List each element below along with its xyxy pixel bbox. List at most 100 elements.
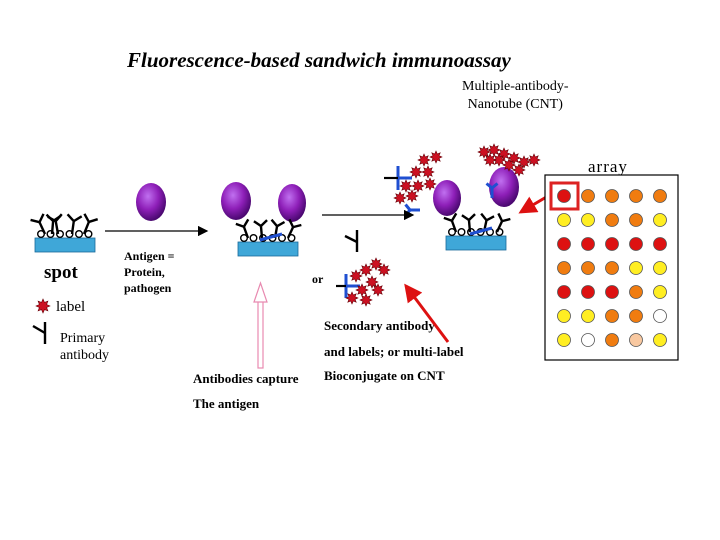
secondary-pointer-arrow [404,283,450,343]
array-spot [581,309,595,323]
label-star [369,257,383,271]
highlighted-spot-box [549,181,580,211]
label-star [377,263,391,277]
antibody-arm [501,217,511,223]
antibody-stem [450,220,458,233]
antibody-arm [468,213,476,221]
label-star [355,283,369,297]
label-star [507,151,521,165]
primary-antibody [30,213,47,235]
array-spot [557,261,571,275]
antibody-stem [495,220,504,233]
antibody-arm [404,203,412,211]
primary-antibody [461,213,476,233]
array-spot [605,237,619,251]
antibody-stem [467,219,472,233]
or-label: or [312,272,324,286]
antibody-arm [443,216,453,222]
bioconjugate-label: Bioconjugate on CNT [324,368,445,383]
label-star [365,275,379,289]
array-spot [557,285,571,299]
antigen-5 [489,167,519,207]
label-star [502,158,516,172]
label-star [399,179,413,193]
primary-antibody [45,213,62,235]
bound-marker [469,226,493,236]
antibody-arm [242,218,250,228]
antibody-stem [242,226,250,239]
antigen-label-line-2: Protein, [124,265,165,280]
label-star [405,189,419,203]
array-spot [605,213,619,227]
label-star [423,177,437,191]
array-spot [653,213,667,227]
antibody-arm [450,212,458,222]
label-star [345,291,359,305]
antibody-arm [73,215,83,223]
label-star [477,145,491,159]
label-star [487,143,501,157]
primary-antibody-label: Primary antibody [60,331,109,365]
primary-antibody [235,218,250,239]
array-spot [605,285,619,299]
array-spot [581,285,595,299]
label-star [359,263,373,277]
array-spot [653,261,667,275]
primary-antibody [66,213,83,235]
antibody-stem [54,220,60,235]
sensor-surface-2 [237,241,299,257]
primary-antibody-line-2: antibody [60,347,109,363]
label-star [527,153,541,167]
antibody-arm [253,220,262,228]
spot-label: spot [44,262,78,283]
primary-antibody [443,212,458,233]
label-star [417,153,431,167]
array-spot [581,333,595,347]
secondary-antibody-arm [344,234,358,244]
cnt-antibody [485,182,499,198]
spot-array-grid [557,189,667,347]
antibody-arm [480,212,488,222]
nanotube-label-line-2: Nanotube (CNT) [467,97,563,113]
label-star [421,165,435,179]
surfaces [34,227,507,257]
antibody-stem [286,226,295,239]
label-legend-text: label [56,299,86,315]
nanotube-label: Multiple-antibody- Nanotube (CNT) [462,78,569,114]
array-spot [557,189,571,203]
label-star [393,191,407,205]
antibody-arm [66,213,75,222]
antibody-stem [70,220,75,235]
linker-bead [249,233,258,242]
array-spot [653,333,667,347]
array-spot [581,189,595,203]
label-star [409,165,423,179]
array-spot [605,333,619,347]
primary-antibody-line-1: Primary [60,331,106,346]
array-spot [557,237,571,251]
sensor-surface-1 [34,237,96,253]
antibody-arm [276,220,286,228]
antibody-arm [45,213,54,222]
array-spot [605,261,619,275]
antibody-arm [485,215,495,222]
antigen-label-line-1: Antigen = [124,249,175,263]
array-spot [629,237,643,251]
linker-bead [74,229,83,238]
primary-antibody [82,213,99,235]
array-spot [629,309,643,323]
cnt-antibody [404,203,420,217]
antibody-arm [38,213,45,223]
antibody-arm [497,212,504,222]
legend-antibody-arm [32,324,46,335]
antibody-stem [50,220,55,235]
array-spot [557,213,571,227]
array-spot [581,237,595,251]
antigen-label: Antigen = Protein, pathogen [124,248,175,297]
antibody-arm [83,213,90,223]
antibody-arm [88,218,99,224]
array-spot [653,237,667,251]
antibody-arm [461,214,470,222]
label-star [35,298,51,314]
